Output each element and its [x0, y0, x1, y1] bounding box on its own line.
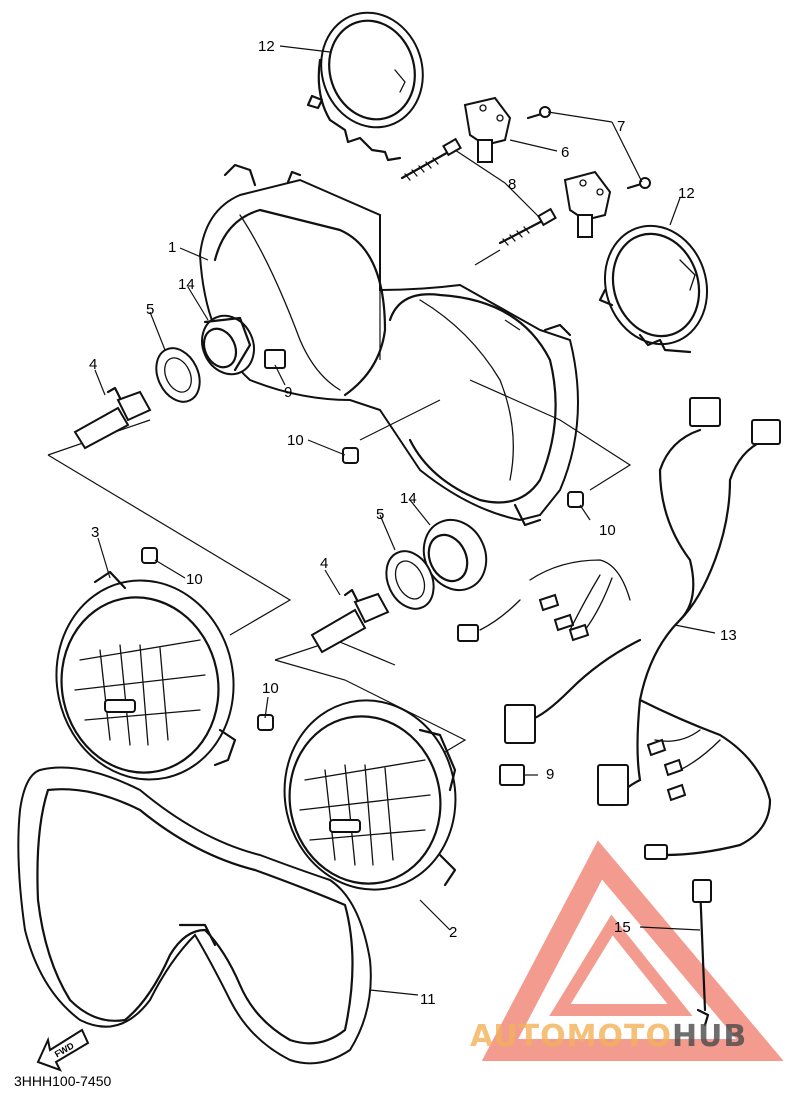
part-4-bulb-lower: [310, 588, 390, 654]
part-6-bracket-lower: [563, 170, 612, 238]
part-6-bracket-upper: [463, 96, 512, 163]
callout-9-lower: 9: [546, 766, 554, 783]
part-7-bolts: [526, 106, 651, 190]
part-1-housing: [198, 163, 579, 527]
callout-4-lower: 4: [320, 555, 328, 572]
callout-2: 2: [449, 924, 457, 941]
part-3-headlamp-left: [55, 570, 237, 781]
callout-1: 1: [168, 239, 176, 256]
part-12-top-ring: [306, 11, 424, 162]
part-9-connector-lower: [499, 764, 525, 786]
part-4-bulb-upper: [73, 386, 152, 450]
callout-9-upper: 9: [284, 384, 292, 401]
callout-leaders: [94, 45, 716, 996]
part-2-headlamp-right: [283, 699, 457, 891]
part-code: 3HHH100-7450: [14, 1073, 112, 1089]
watermark-part1: AUTOMOTO: [470, 1019, 672, 1054]
part-15-lead: [692, 879, 712, 1027]
part-12-right-ring: [598, 224, 709, 354]
callout-14-upper: 14: [178, 276, 195, 293]
callout-5-upper: 5: [146, 301, 154, 318]
callout-5-lower: 5: [376, 506, 384, 523]
callout-7: 7: [617, 118, 625, 135]
part-9-connector-upper: [264, 349, 286, 369]
part-11-trim-ring: [17, 766, 372, 1065]
callout-12-right: 12: [678, 185, 695, 202]
callout-3: 3: [91, 524, 99, 541]
callout-11: 11: [420, 991, 436, 1008]
watermark-text: AUTOMOTOHUB: [470, 1019, 747, 1054]
watermark-logo: [481, 840, 784, 1061]
callout-15: 15: [614, 919, 631, 936]
callout-6: 6: [561, 144, 569, 161]
callout-labels: 12 7 6 8 12 1 14 5 4 9 10 10 14 5 3 10 4…: [89, 38, 737, 1008]
callout-10-housing-right: 10: [599, 522, 616, 539]
callout-13: 13: [720, 627, 737, 644]
part-5-ring-upper: [155, 347, 201, 403]
callout-10-left-lamp: 10: [186, 571, 203, 588]
part-14-socket-upper: [201, 314, 255, 376]
callout-4-upper: 4: [89, 356, 97, 373]
part-8-long-bolts: [400, 137, 557, 246]
fwd-arrow-icon: FWD: [36, 1028, 90, 1072]
callout-12-top: 12: [258, 38, 275, 55]
callout-8: 8: [508, 176, 516, 193]
part-13-wiring-harness: [457, 397, 781, 860]
watermark-part2: HUB: [672, 1019, 747, 1054]
svg-text:AUTOMOTOHUB: AUTOMOTOHUB: [470, 1019, 747, 1054]
callout-14-lower: 14: [400, 490, 417, 507]
callout-10-housing-left: 10: [287, 432, 304, 449]
callout-10-mid: 10: [262, 680, 279, 697]
part-5-ring-lower: [385, 550, 435, 610]
